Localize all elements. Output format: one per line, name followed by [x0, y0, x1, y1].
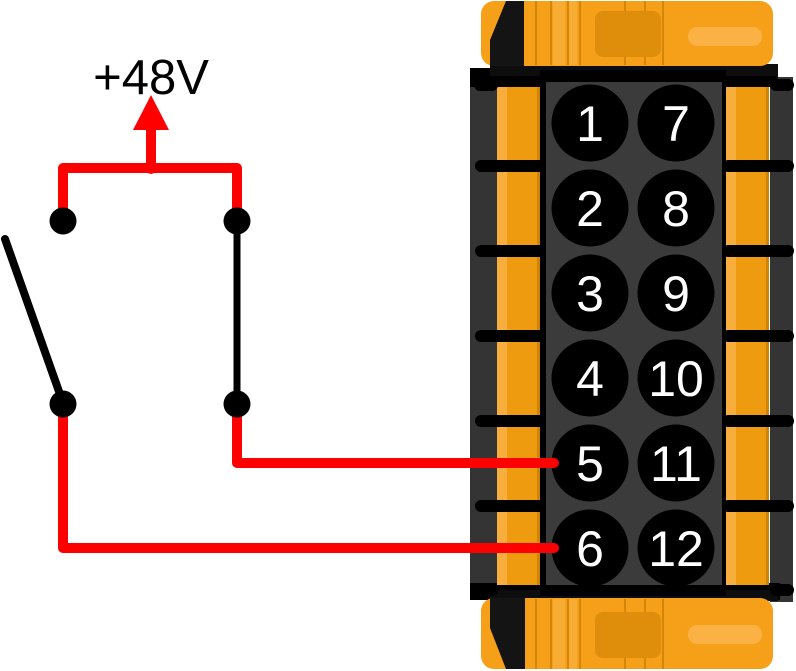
separator-band — [722, 500, 794, 512]
cap-groove — [567, 599, 569, 669]
supply-voltage-label: +48V — [93, 51, 209, 105]
pin-hole-9 — [637, 254, 715, 332]
pin-hole-4 — [551, 339, 629, 417]
terminal-cell — [497, 342, 540, 415]
terminal-cell — [497, 172, 540, 245]
separator-bands — [474, 79, 794, 596]
separator-band — [475, 500, 546, 512]
terminal-cell — [497, 87, 540, 160]
bottom-cap — [481, 598, 773, 669]
pin-label-1: 1 — [576, 96, 604, 152]
separator-band — [475, 330, 546, 342]
bottom-latch — [490, 598, 525, 669]
pin-label-3: 3 — [576, 266, 604, 322]
separator-band — [475, 160, 546, 172]
pin-holes — [551, 84, 715, 587]
terminal-cell — [726, 512, 769, 585]
terminal-cell — [726, 427, 769, 500]
pin-hole-10 — [637, 339, 715, 417]
contact-dot — [223, 390, 251, 418]
pin-label-9: 9 — [662, 266, 690, 322]
contact-dot — [49, 390, 77, 418]
cap-stripe — [553, 599, 565, 669]
contact-dot — [49, 207, 77, 235]
cap-stripe — [569, 1, 577, 65]
cap-stripe — [553, 1, 565, 65]
pin-hole-2 — [551, 169, 629, 247]
pin-hole-1 — [551, 84, 629, 162]
supply-bus-wire — [58, 163, 242, 228]
terminal-cell — [726, 87, 769, 160]
separator-band — [722, 330, 794, 342]
pin-hole-3 — [551, 254, 629, 332]
pin-label-6: 6 — [576, 521, 604, 577]
pin-hole-11 — [637, 424, 715, 502]
switch-blade-open — [1, 235, 66, 404]
cap-pill — [688, 625, 762, 644]
pin-labels: 1 2 3 4 5 6 7 8 9 10 11 12 — [576, 96, 704, 577]
cap-stripe — [569, 599, 577, 669]
cap-inset — [595, 612, 661, 658]
pin-label-10: 10 — [648, 351, 704, 407]
wire-to-pin-5 — [232, 399, 559, 468]
separator-band — [475, 245, 546, 257]
terminal-cell — [726, 342, 769, 415]
separator-band — [722, 415, 794, 427]
pin-label-11: 11 — [650, 436, 702, 492]
corner-tab — [474, 79, 498, 91]
separator-band — [722, 160, 794, 172]
pin-hole-7 — [637, 84, 715, 162]
pin-hole-5 — [551, 424, 629, 502]
wire-to-pin-6 — [58, 399, 559, 553]
cap-groove — [579, 599, 581, 669]
terminal-cell — [726, 172, 769, 245]
pin-label-4: 4 — [576, 351, 604, 407]
contact-dot — [223, 207, 251, 235]
pin-hole-8 — [637, 169, 715, 247]
pin-label-5: 5 — [576, 436, 604, 492]
pin-label-2: 2 — [576, 181, 604, 237]
cap-groove — [662, 599, 664, 669]
terminal-cell — [497, 257, 540, 330]
cap-groove — [567, 1, 569, 65]
cap-groove — [550, 599, 552, 669]
cap-groove — [550, 1, 552, 65]
corner-tab — [770, 584, 794, 596]
cap-pill — [688, 27, 762, 46]
separator-band — [722, 245, 794, 257]
cap-groove — [662, 1, 664, 65]
cap-groove — [535, 1, 537, 65]
connector: 1 2 3 4 5 6 7 8 9 10 11 12 — [470, 1, 794, 669]
pin-hole-6 — [551, 509, 629, 587]
pin-label-7: 7 — [662, 96, 690, 152]
top-latch — [490, 1, 524, 66]
separator-band — [475, 415, 546, 427]
pin-label-8: 8 — [662, 181, 690, 237]
cap-groove — [579, 1, 581, 65]
pin-hole-12 — [637, 509, 715, 587]
cap-groove — [535, 599, 537, 669]
corner-tab — [770, 79, 794, 91]
pin-panel — [546, 82, 722, 585]
terminal-cell — [726, 257, 769, 330]
schematic: +48V — [1, 51, 559, 553]
pin-label-12: 12 — [648, 521, 704, 577]
cap-inset — [595, 11, 661, 57]
supply-arrow-head — [133, 95, 169, 130]
corner-tab — [474, 584, 498, 596]
top-cap — [481, 1, 773, 66]
